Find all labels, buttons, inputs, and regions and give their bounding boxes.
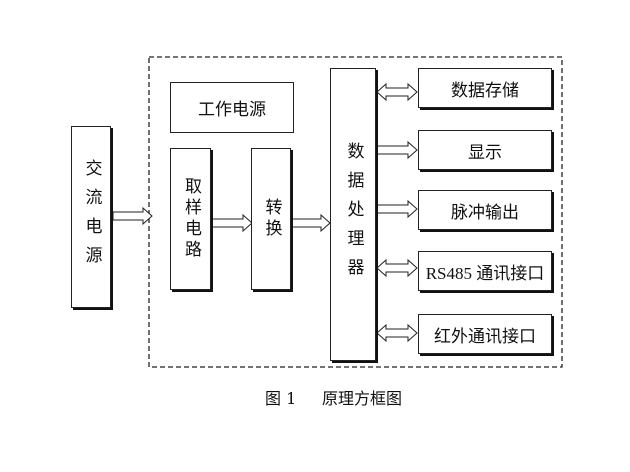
infrared-label: 红外通讯接口	[434, 326, 536, 347]
figure-number: 图 1	[265, 389, 297, 408]
sampling-circuit-label: 取样电路	[181, 177, 201, 261]
rs485-block	[418, 251, 552, 291]
arrow-processor-pulse	[376, 199, 418, 219]
converter-label: 转换	[261, 198, 282, 240]
dashed-boundary	[148, 56, 563, 368]
work-power-label: 工作电源	[198, 100, 266, 120]
data-storage-block	[418, 68, 552, 108]
power-source-block	[71, 126, 111, 308]
pulse-output-block	[418, 190, 552, 230]
data-storage-label: 数据存储	[451, 80, 519, 101]
figure-title: 原理方框图	[322, 389, 403, 408]
arrow-processor-infrared	[376, 323, 418, 343]
rs485-label: RS485 通讯接口	[425, 263, 545, 283]
converter-block	[251, 148, 291, 290]
arrow-sampling-to-converter	[211, 213, 253, 233]
power-source-label: 交流电源	[81, 159, 102, 275]
arrow-processor-display	[376, 140, 418, 160]
infrared-block	[418, 314, 552, 354]
work-power-block	[170, 82, 294, 133]
arrow-processor-storage	[376, 82, 418, 102]
arrow-power-to-sampling	[112, 206, 153, 226]
sampling-circuit-block	[170, 148, 211, 290]
pulse-output-label: 脉冲输出	[451, 202, 519, 223]
display-label: 显示	[468, 142, 502, 163]
display-block	[418, 130, 552, 170]
processor-label: 数据处理器	[343, 142, 364, 287]
arrow-converter-to-processor	[291, 213, 331, 233]
processor-block	[330, 68, 376, 361]
arrow-processor-rs485	[376, 258, 418, 278]
